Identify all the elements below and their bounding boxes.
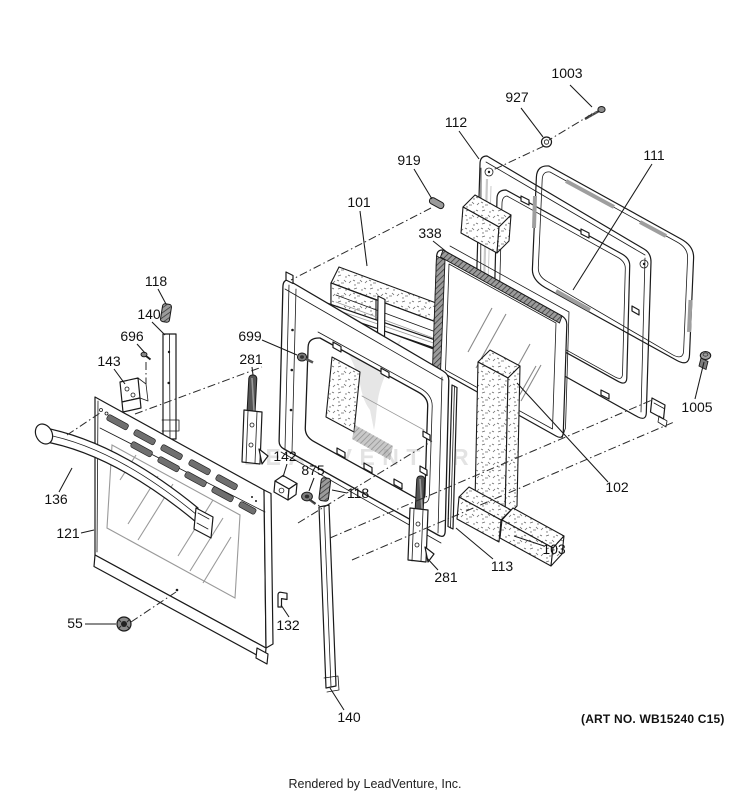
outer-door-panel-121 bbox=[34, 396, 288, 665]
door-liner-panel bbox=[278, 271, 450, 544]
insulation-102-column bbox=[474, 349, 521, 519]
callout-281-bottom: 281 bbox=[434, 569, 458, 585]
damper-281-right bbox=[407, 475, 435, 563]
rear-strip bbox=[376, 295, 386, 339]
insulation-102-upper bbox=[460, 194, 512, 254]
callout-919: 919 bbox=[397, 152, 421, 168]
door-gasket-111 bbox=[531, 165, 695, 364]
callout-699: 699 bbox=[238, 328, 262, 344]
callout-281-left: 281 bbox=[239, 351, 263, 367]
damper-281-left bbox=[241, 374, 269, 465]
bolt-1005 bbox=[698, 350, 712, 371]
spacer-118-mid bbox=[318, 477, 332, 502]
screw-696 bbox=[140, 351, 152, 361]
trim-strip-140-bottom bbox=[318, 504, 340, 693]
callout-118-top: 118 bbox=[144, 273, 168, 289]
spacer-118-top bbox=[160, 303, 172, 323]
assembly-axis-lines bbox=[66, 113, 675, 623]
callout-103: 103 bbox=[542, 541, 566, 557]
vent-slats bbox=[106, 414, 257, 515]
callout-102: 102 bbox=[605, 479, 629, 495]
callout-1003: 1003 bbox=[551, 65, 583, 81]
insulation-through-window bbox=[325, 356, 425, 460]
inner-glass-pack-338 bbox=[432, 245, 570, 439]
callout-121: 121 bbox=[56, 525, 80, 541]
callout-143: 143 bbox=[97, 353, 121, 369]
callout-111: 111 bbox=[643, 147, 665, 163]
latch-142 bbox=[273, 474, 298, 501]
door-handle-136 bbox=[34, 423, 214, 539]
callout-55: 55 bbox=[67, 615, 83, 631]
art-number: (ART NO. WB15240 C15) bbox=[581, 712, 725, 726]
callout-136: 136 bbox=[44, 491, 68, 507]
callout-140-bottom: 140 bbox=[337, 709, 361, 725]
pin-919 bbox=[428, 197, 445, 210]
callout-113: 113 bbox=[490, 558, 514, 574]
insulation-103 bbox=[499, 507, 565, 567]
callout-112: 112 bbox=[444, 114, 468, 130]
screw-699 bbox=[296, 352, 314, 364]
callout-875: 875 bbox=[301, 462, 325, 478]
trim-strip-140-left bbox=[161, 333, 180, 440]
callout-142: 142 bbox=[273, 448, 297, 464]
outer-door-glass-panel-112 bbox=[474, 155, 668, 428]
callout-118-mid: 118 bbox=[346, 485, 370, 501]
callout-696: 696 bbox=[120, 328, 144, 344]
clip-132 bbox=[277, 591, 288, 608]
callout-1005: 1005 bbox=[681, 399, 713, 415]
glass-spacer-113 bbox=[447, 384, 458, 530]
callout-338: 338 bbox=[418, 225, 442, 241]
callout-927: 927 bbox=[505, 89, 529, 105]
callout-132: 132 bbox=[276, 617, 300, 633]
footer-credit: Rendered by LeadVenture, Inc. bbox=[288, 777, 462, 791]
callout-101: 101 bbox=[347, 194, 371, 210]
grommet-55 bbox=[116, 616, 132, 632]
bracket-143 bbox=[119, 377, 149, 413]
callout-140-top: 140 bbox=[137, 306, 161, 322]
leader-lines bbox=[58, 84, 705, 711]
screw-1003 bbox=[584, 106, 606, 121]
washer-927 bbox=[540, 136, 553, 148]
